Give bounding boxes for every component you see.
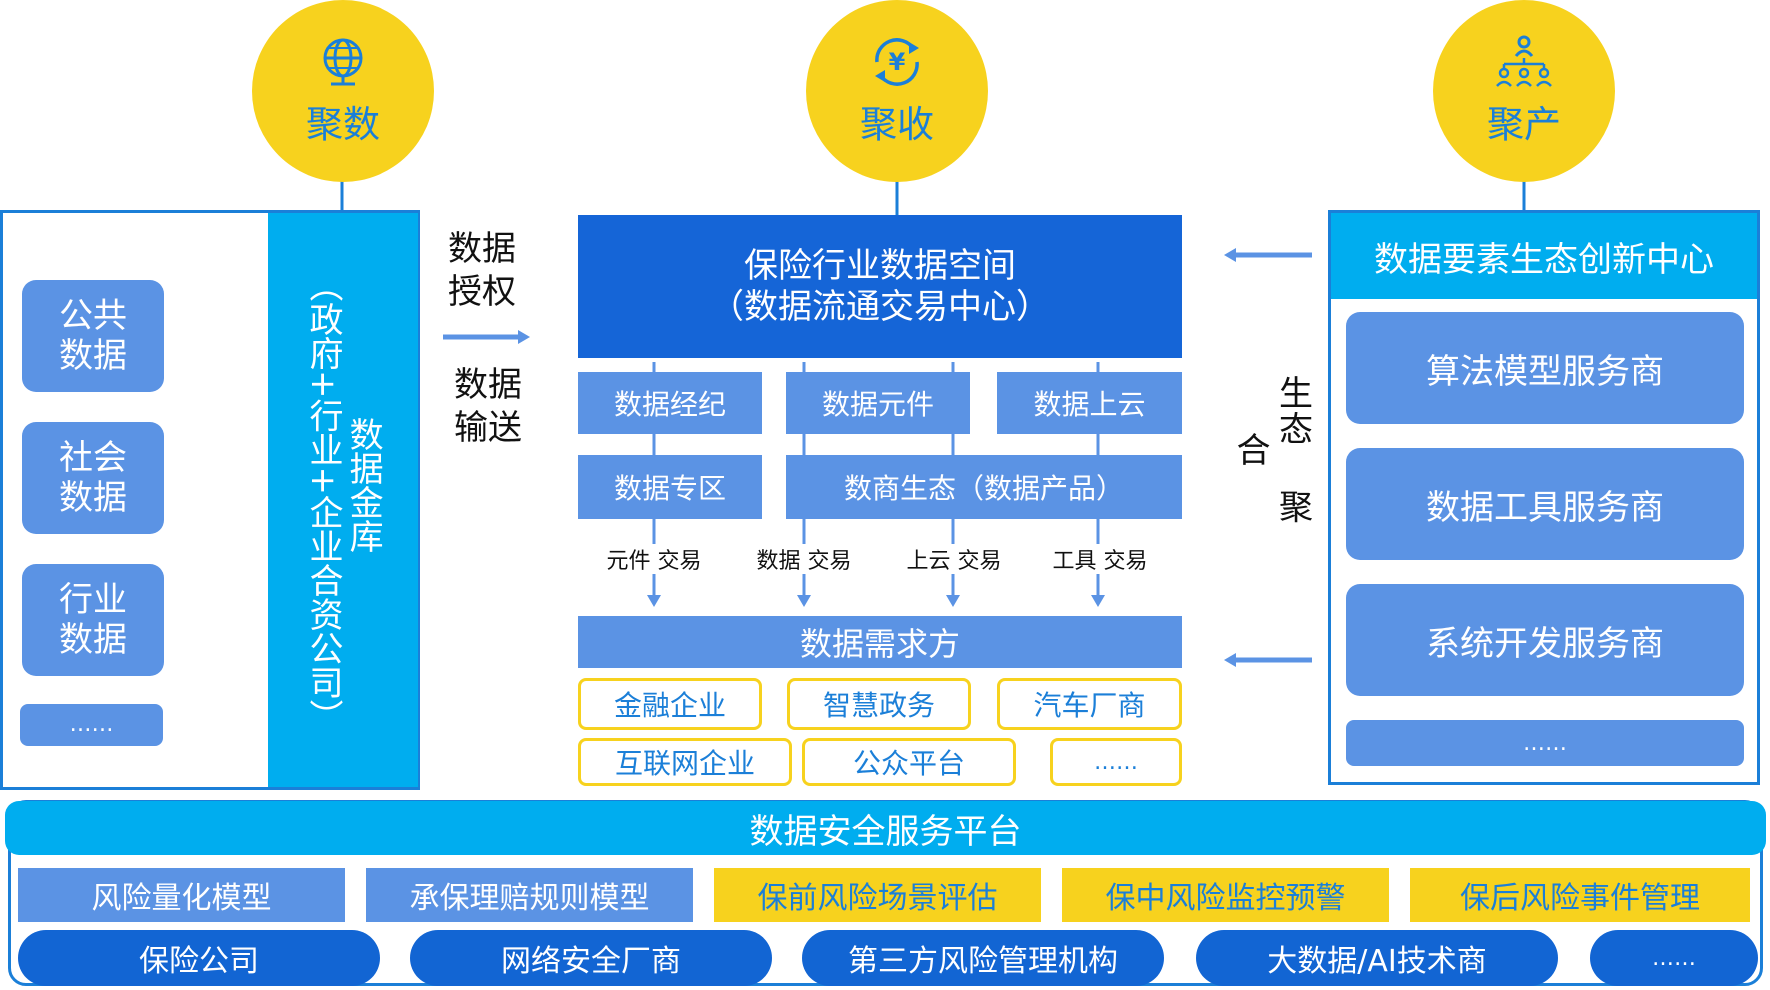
model-pre-assessment: 保前风险场景评估 [714, 868, 1041, 922]
circle-juchan: 聚产 [1433, 0, 1615, 182]
org-netsec: 网络安全厂商 [410, 930, 772, 986]
trade-label-components: 元件 交易 [594, 544, 714, 574]
org-more: …… [1590, 930, 1758, 986]
demand-financial: 金融企业 [578, 678, 762, 730]
vault-owners: （政府+行业+企业合资公司） [303, 267, 343, 733]
currency-yuan-icon: ¥ [875, 38, 919, 86]
org-hierarchy-icon [1496, 35, 1552, 87]
trade-label-data: 数据 交易 [744, 544, 864, 574]
circle-jushu: 聚数 [252, 0, 434, 182]
trade-label-tools: 工具 交易 [1040, 544, 1160, 574]
security-platform-title: 数据安全服务平台 [5, 801, 1766, 855]
model-post-events: 保后风险事件管理 [1410, 868, 1750, 922]
source-more: …… [20, 704, 163, 746]
eco-innovation-center: 数据要素生态创新中心 [1331, 213, 1757, 299]
demand-public-platform: 公众平台 [802, 738, 1016, 786]
data-brokerage: 数据经纪 [578, 372, 762, 434]
circle-label: 聚数 [306, 103, 380, 146]
data-cloud: 数据上云 [997, 372, 1182, 434]
circle-label: 聚收 [860, 103, 934, 146]
model-underwriting-rules: 承保理赔规则模型 [366, 868, 693, 922]
demand-auto: 汽车厂商 [997, 678, 1182, 730]
data-vault: （政府+行业+企业合资公司） 数据金库 [268, 213, 418, 787]
data-demand-side: 数据需求方 [578, 616, 1182, 668]
circle-label: 聚产 [1487, 103, 1561, 146]
demand-internet: 互联网企业 [578, 738, 792, 786]
provider-algorithm: 算法模型服务商 [1346, 312, 1744, 424]
data-zone: 数据专区 [578, 455, 762, 519]
label-eco-aggregation: 生态 聚合 [1230, 360, 1313, 540]
globe-icon [323, 38, 363, 86]
org-bigdata-ai: 大数据/AI技术商 [1196, 930, 1558, 986]
circle-jushou: ¥ 聚收 [806, 0, 988, 182]
demand-gov: 智慧政务 [787, 678, 971, 730]
source-social-data: 社会 数据 [22, 422, 164, 534]
source-public-data: 公共 数据 [22, 280, 164, 392]
label-eco-text: 生态 聚合 [1230, 375, 1313, 525]
data-merchant-ecosystem: 数商生态（数据产品） [786, 455, 1182, 519]
provider-sysdev: 系统开发服务商 [1346, 584, 1744, 696]
label-data-authorization: 数据 授权 [448, 229, 516, 312]
insurance-data-space: 保险行业数据空间 （数据流通交易中心） [578, 215, 1182, 358]
provider-tools: 数据工具服务商 [1346, 448, 1744, 560]
org-third-party-risk: 第三方风险管理机构 [802, 930, 1164, 986]
org-insurance: 保险公司 [18, 930, 380, 986]
demand-more: …… [1050, 738, 1182, 786]
model-in-monitoring: 保中风险监控预警 [1062, 868, 1389, 922]
data-components: 数据元件 [786, 372, 970, 434]
svg-text:¥: ¥ [889, 48, 906, 76]
trade-label-cloud: 上云 交易 [894, 544, 1014, 574]
vault-title: 数据金库 [343, 417, 384, 553]
provider-more: …… [1346, 720, 1744, 766]
source-industry-data: 行业 数据 [22, 564, 164, 676]
label-data-transport: 数据 输送 [454, 365, 522, 448]
model-risk-quant: 风险量化模型 [18, 868, 345, 922]
